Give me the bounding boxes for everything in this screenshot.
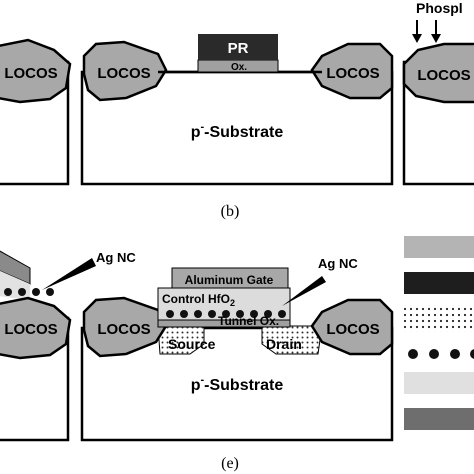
locos-center-right-top xyxy=(310,42,394,100)
source-label: Source xyxy=(168,336,216,352)
locos-center-left-bottom xyxy=(82,296,168,358)
locos-label-center-right-top: LOCOS xyxy=(326,65,379,82)
center-device-top: LOCOS LOCOS Ox. PR p--Substrate xyxy=(80,34,394,186)
ag-nc-pointer-left xyxy=(42,258,96,290)
caption-e: (e) xyxy=(221,455,239,472)
control-label: Control HfO2 xyxy=(162,292,235,308)
ag-nc-label-left: Ag NC xyxy=(96,250,136,265)
nanocrystal-dot xyxy=(194,310,202,318)
oxide-label-top: Ox. xyxy=(231,62,247,73)
caption-b: (b) xyxy=(221,203,240,220)
panel-e: LOCOS Ag NC LOCOS LOCOS Aluminum Gate Co… xyxy=(0,236,474,472)
drain-label: Drain xyxy=(266,336,302,352)
implant-label: Phospl xyxy=(416,0,463,16)
legend-gray-swatch xyxy=(404,408,474,430)
nanocrystal-dot xyxy=(4,288,12,296)
legend-dark-swatch xyxy=(404,272,474,294)
pr-label: PR xyxy=(228,40,249,57)
locos-label-center-left-top: LOCOS xyxy=(97,65,150,82)
nanocrystal-row xyxy=(166,310,286,318)
left-device-bottom: LOCOS Ag NC xyxy=(0,250,136,442)
left-device-top: LOCOS xyxy=(0,38,72,186)
locos-left-top xyxy=(0,38,72,104)
aluminum-gate xyxy=(171,267,289,289)
substrate-label-bottom: p--Substrate xyxy=(191,374,284,394)
locos-left-bottom xyxy=(0,296,72,360)
photoresist-layer xyxy=(198,34,278,60)
substrate-label-top: p--Substrate xyxy=(191,121,284,141)
nanocrystal-dot xyxy=(208,310,216,318)
ag-nc-label-right: Ag NC xyxy=(318,256,358,271)
nanocrystal-dot xyxy=(180,310,188,318)
locos-label-center-left-bottom: LOCOS xyxy=(97,321,150,338)
legend-pale-swatch xyxy=(404,372,474,394)
nanocrystal-dot xyxy=(32,288,40,296)
nanocrystal-dot xyxy=(264,310,272,318)
arrow-down-icon xyxy=(412,20,422,43)
right-device-top: LOCOS Phospl xyxy=(402,0,474,186)
locos-label-center-right-bottom: LOCOS xyxy=(326,321,379,338)
locos-center-right-bottom xyxy=(310,298,394,356)
nanocrystal-dot xyxy=(222,310,230,318)
tunnel-ox-label: Tunnel Ox. xyxy=(218,314,279,328)
nanocrystal-dot xyxy=(18,288,26,296)
nanocrystal-dot xyxy=(236,310,244,318)
center-device-bottom: LOCOS LOCOS Aluminum Gate Control HfO2 T… xyxy=(80,256,394,442)
ag-nc-pointer-right xyxy=(282,276,326,306)
locos-center-left-top xyxy=(82,40,168,102)
legend-dots-swatch xyxy=(408,349,474,359)
arrow-down-icon xyxy=(431,20,441,43)
nanocrystal-dot xyxy=(250,310,258,318)
locos-right-top xyxy=(402,42,474,104)
legend-dotted-swatch xyxy=(404,306,474,332)
legend xyxy=(404,236,474,430)
nanocrystal-dot xyxy=(46,288,54,296)
panel-b: LOCOS LOCOS LOCOS Ox. PR p--Substrate LO… xyxy=(0,0,474,220)
locos-label-left-top: LOCOS xyxy=(4,65,57,82)
nanocrystal-dot xyxy=(278,310,286,318)
locos-label-left-bottom: LOCOS xyxy=(4,321,57,338)
nanocrystal-dot xyxy=(166,310,174,318)
locos-label-right-top: LOCOS xyxy=(417,67,470,84)
gate-label: Aluminum Gate xyxy=(185,273,274,287)
legend-light-gray-swatch xyxy=(404,236,474,258)
